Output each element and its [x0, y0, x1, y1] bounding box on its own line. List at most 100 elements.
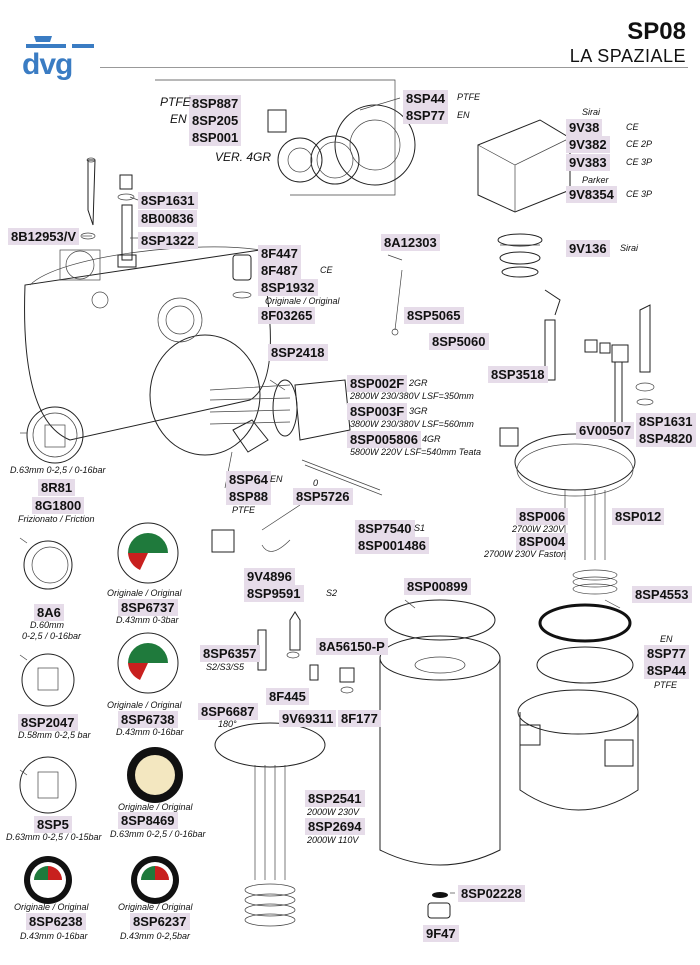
- part-suffix: CE: [626, 122, 639, 132]
- part-code[interactable]: 8SP5726: [293, 488, 353, 505]
- gauge-8r81: [26, 406, 84, 464]
- part-code[interactable]: 9V383: [566, 154, 610, 171]
- part-code[interactable]: 8SP006: [516, 508, 569, 525]
- part-code[interactable]: 8SP77: [403, 107, 449, 124]
- part-code[interactable]: 8SP4820: [636, 430, 696, 447]
- part-code[interactable]: 8SP887: [189, 95, 242, 112]
- part-code[interactable]: 8SP3518: [488, 366, 548, 383]
- part-code[interactable]: 6V00507: [576, 422, 635, 439]
- part-code[interactable]: 8A6: [34, 604, 64, 621]
- part-prefix: EN: [170, 112, 187, 126]
- part-code[interactable]: 8SP012: [612, 508, 665, 525]
- main-boiler: [379, 599, 501, 919]
- part-code[interactable]: 8SP5: [34, 816, 72, 833]
- gauge-spec: D.63mm 0-2,5 / 0-16bar: [110, 829, 206, 839]
- part-code[interactable]: 9F47: [423, 925, 459, 942]
- part-suffix: CE 3P: [626, 189, 653, 199]
- part-prefix: PTFE: [160, 95, 191, 109]
- switch-note: S2/S3/S5: [206, 662, 245, 672]
- level-probes: [544, 289, 655, 431]
- part-code[interactable]: 8SP2047: [18, 714, 78, 731]
- part-code[interactable]: 8R81: [38, 479, 76, 496]
- part-code[interactable]: 8SP8469: [118, 812, 178, 829]
- gauge-8sp6237: [131, 856, 179, 904]
- part-code[interactable]: 8A12303: [381, 234, 440, 251]
- part-code[interactable]: 8SP44: [403, 90, 449, 107]
- maker-note: Parker: [582, 175, 609, 185]
- heating-element-2000w: [214, 722, 326, 927]
- original-note: Originale / Original: [107, 700, 182, 710]
- gauge-spec: D.58mm 0-2,5 bar: [18, 730, 91, 740]
- part-code[interactable]: 8SP1631: [636, 413, 696, 430]
- dvg-logo-mark: [26, 36, 94, 48]
- part-code[interactable]: 8SP6238: [26, 913, 86, 930]
- flange-gasket: [536, 646, 634, 684]
- part-code[interactable]: 9V382: [566, 136, 610, 153]
- part-code[interactable]: 8SP2694: [305, 818, 365, 835]
- part-suffix: S2: [326, 588, 338, 598]
- part-code[interactable]: 8SP9591: [244, 585, 304, 602]
- part-code[interactable]: 8SP5065: [404, 307, 464, 324]
- part-code[interactable]: 8SP02228: [458, 885, 525, 902]
- part-code[interactable]: 8B12953/V: [8, 228, 80, 245]
- part-suffix: EN: [457, 110, 470, 120]
- part-code[interactable]: 8SP2541: [305, 790, 365, 807]
- part-code[interactable]: 8SP77: [644, 645, 690, 662]
- gauge-spec: D.43mm 0-2,5bar: [120, 931, 191, 941]
- part-code[interactable]: 8SP003F: [347, 403, 408, 420]
- part-code[interactable]: 8SP6737: [118, 599, 178, 616]
- part-code[interactable]: 8SP001486: [355, 537, 429, 554]
- part-code[interactable]: 9V38: [566, 119, 603, 136]
- o-ring-black: [432, 892, 448, 898]
- part-code[interactable]: 9V8354: [566, 186, 617, 203]
- part-code[interactable]: 8SP2418: [268, 344, 328, 361]
- part-code[interactable]: 8SP6687: [198, 703, 258, 720]
- part-code[interactable]: 9V136: [566, 240, 610, 257]
- brand-subtitle: LA SPAZIALE: [569, 46, 686, 66]
- part-code[interactable]: 8SP88: [226, 488, 272, 505]
- part-code[interactable]: 8F177: [338, 710, 381, 727]
- part-code[interactable]: 8SP6738: [118, 711, 178, 728]
- part-code[interactable]: 8F447: [258, 245, 301, 262]
- part-code[interactable]: 8SP1322: [138, 232, 198, 249]
- part-suffix: 2GR: [409, 378, 428, 388]
- part-code[interactable]: 8SP1631: [138, 192, 198, 209]
- part-code[interactable]: 8SP5060: [429, 333, 489, 350]
- part-code[interactable]: 8SP001: [189, 129, 242, 146]
- original-note: Originale / Original: [118, 902, 193, 912]
- original-note: Originale / Original: [265, 296, 340, 306]
- part-code[interactable]: 8B00836: [138, 210, 197, 227]
- part-code[interactable]: 8SP004: [516, 533, 569, 550]
- original-note: Originale / Original: [118, 802, 193, 812]
- part-code[interactable]: 8SP002F: [347, 375, 408, 392]
- part-code[interactable]: 8F03265: [258, 307, 316, 324]
- part-code[interactable]: 8F487: [258, 262, 301, 279]
- dvg-logo-text: dvg: [22, 48, 73, 81]
- gasket-ring: [538, 603, 632, 643]
- model-title: SP08: [627, 18, 686, 45]
- part-code[interactable]: 8SP6237: [130, 913, 190, 930]
- part-code[interactable]: 8SP7540: [355, 520, 415, 537]
- spec-note: 2800W 230/380V LSF=350mm: [350, 391, 474, 401]
- part-code[interactable]: 8A56150-P: [316, 638, 388, 655]
- part-code[interactable]: 8SP64: [226, 471, 272, 488]
- part-code[interactable]: 8F445: [266, 688, 309, 705]
- gauge-8sp6738: [117, 632, 179, 694]
- gauge-spec: D.43mm 0-3bar: [116, 615, 179, 625]
- part-suffix: S1: [414, 523, 426, 533]
- part-code[interactable]: 8SP4553: [632, 586, 692, 603]
- part-code[interactable]: 8SP6357: [200, 645, 260, 662]
- angle-note: 180°: [218, 719, 237, 729]
- part-code[interactable]: 9V69311: [279, 710, 337, 727]
- spec-note: 2000W 110V: [307, 835, 359, 845]
- part-code[interactable]: 8SP205: [189, 112, 242, 129]
- part-code[interactable]: 8SP005806: [347, 431, 421, 448]
- part-code[interactable]: 8G1800: [32, 497, 85, 514]
- part-code[interactable]: 9V4896: [244, 568, 295, 585]
- part-code[interactable]: 8SP44: [644, 662, 690, 679]
- gauge-spec: D.63mm 0-2,5 / 0-16bar: [10, 465, 106, 475]
- part-code[interactable]: 8SP1932: [258, 279, 318, 296]
- original-note: Originale / Original: [14, 902, 89, 912]
- part-code[interactable]: 8SP00899: [404, 578, 471, 595]
